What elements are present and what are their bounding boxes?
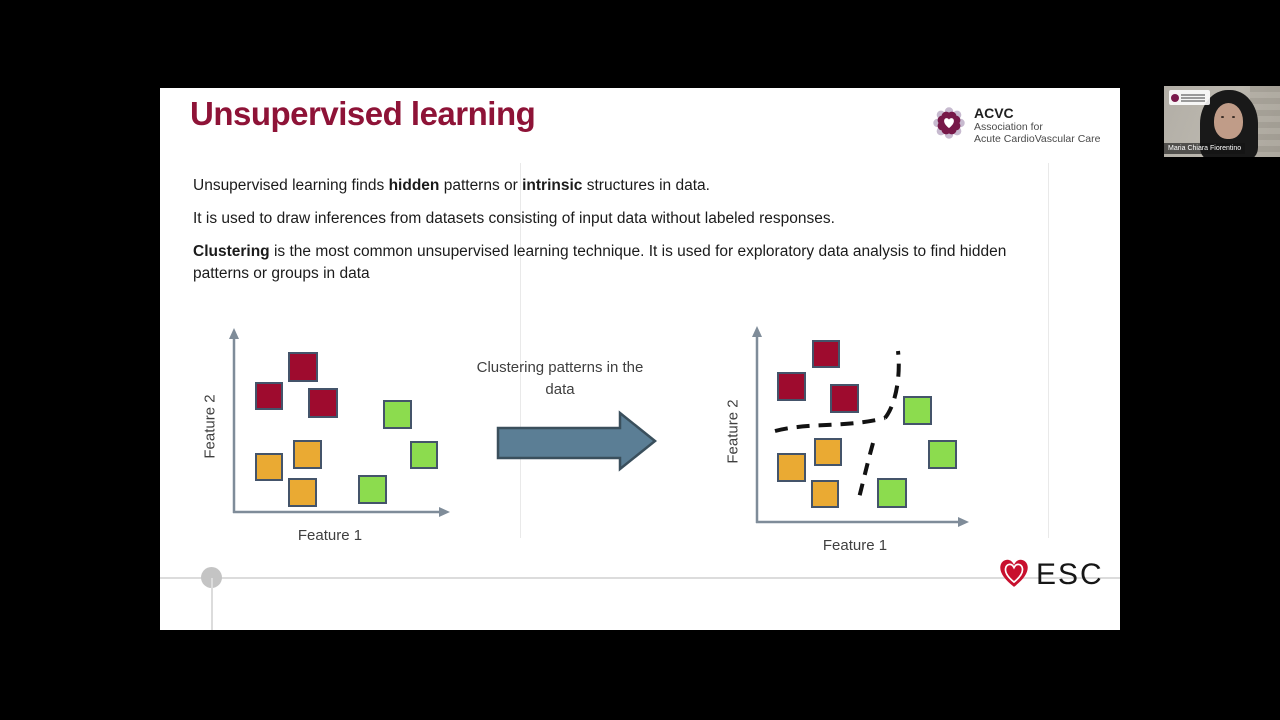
acvc-subtitle-2: Acute CardioVascular Care [974,133,1101,145]
red-data-square [255,382,283,410]
x-axis-label: Feature 1 [297,527,363,544]
orange-data-square [814,438,842,466]
esc-heart-icon [996,554,1032,595]
axes [229,328,450,517]
progress-dot [201,567,222,588]
scatter-plot-clustered: Feature 2 Feature 1 [725,318,985,568]
watermark-text-lines [1181,93,1205,102]
orange-data-square [255,453,283,481]
presentation-slide: Unsupervised learning [160,88,1120,630]
red-data-square [777,372,806,401]
block-arrow-right-icon [496,410,658,472]
red-data-square [812,340,840,368]
watermark-chip [1169,90,1210,105]
orange-data-square [811,480,839,508]
orange-data-square [288,478,317,507]
y-axis-label: Feature 2 [201,394,219,459]
acvc-logo: ACVC Association for Acute CardioVascula… [932,106,1100,145]
axes [752,326,969,527]
red-data-square [288,352,318,382]
footer-divider-line [160,577,1120,579]
esc-wordmark: ESC [1036,557,1104,591]
red-data-square [308,388,338,418]
green-data-square [928,440,957,469]
acvc-subtitle-1: Association for [974,121,1043,133]
template-guide-line [520,163,521,538]
slide-title: Unsupervised learning [190,95,536,132]
green-data-square [903,396,932,425]
acvc-flower-icon [932,106,966,145]
orange-data-square [293,440,322,469]
scatter-plot-unclustered: Feature 2 Feature 1 [200,320,460,560]
body-paragraph-3: Clustering is the most common unsupervis… [193,243,1007,282]
green-data-square [383,400,412,429]
red-data-square [830,384,859,413]
cluster-boundary-dashed-line [774,350,901,499]
watermark-logo-icon [1171,93,1179,102]
acvc-name: ACVC [974,105,1014,121]
green-data-square [410,441,438,469]
body-paragraph-2: It is used to draw inferences from datas… [193,210,835,227]
template-guide-line [1048,163,1049,538]
orange-data-square [777,453,806,482]
webcam-thumbnail[interactable]: Maria Chiara Fiorentino [1164,86,1280,157]
body-paragraph-1: Unsupervised learning finds hidden patte… [193,177,710,194]
footer-vertical-line [211,578,213,630]
arrow-caption: Clustering patterns in the data [476,359,644,398]
esc-logo: ESC [996,554,1104,595]
green-data-square [358,475,387,504]
participant-face [1214,103,1243,139]
acvc-logo-text: ACVC Association for Acute CardioVascula… [974,105,1101,146]
green-data-square [877,478,907,508]
x-axis-label: Feature 1 [822,537,888,554]
participant-name-label: Maria Chiara Fiorentino [1164,143,1246,154]
